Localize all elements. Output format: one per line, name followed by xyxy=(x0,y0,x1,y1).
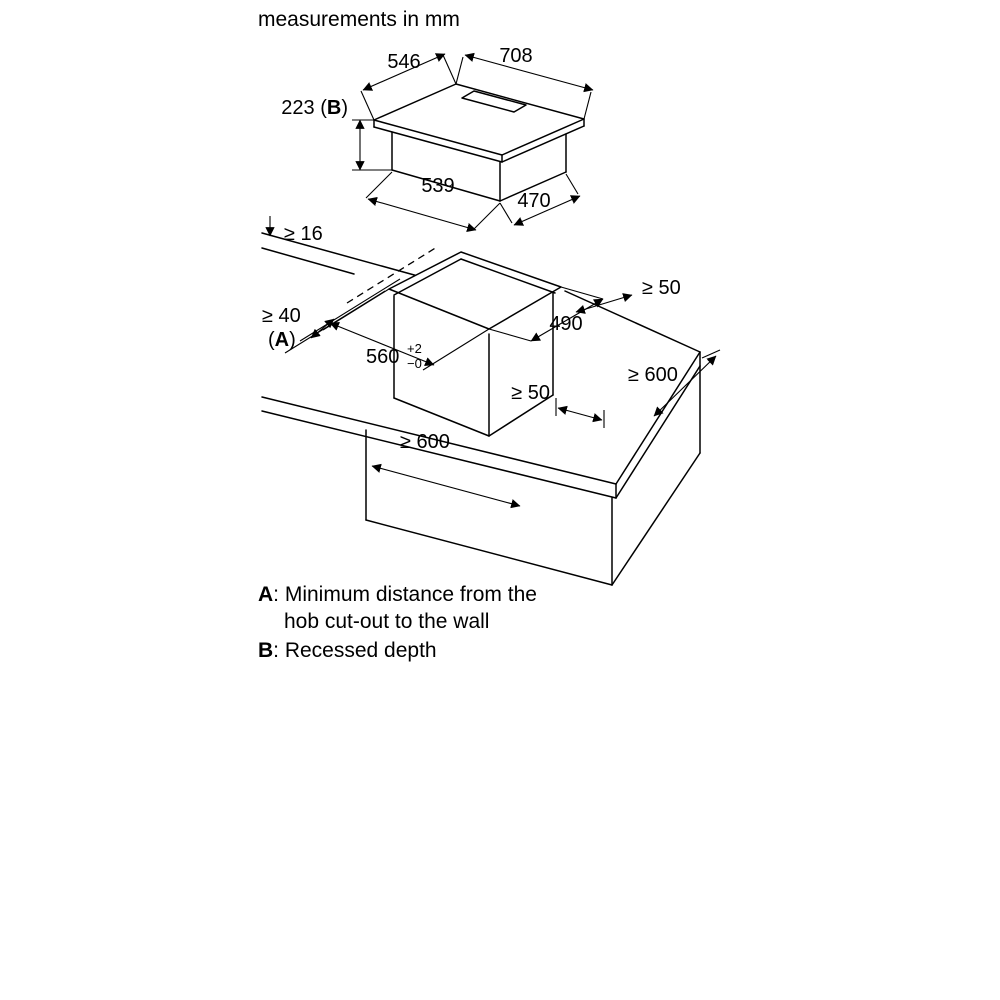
dim-wall-label: ≥ 40 xyxy=(262,305,301,327)
dim-539-label: 539 xyxy=(421,175,454,197)
dim-470: 470 xyxy=(499,173,581,226)
dim-cutout-width: 560 +2 −0 xyxy=(322,288,490,371)
dim-560-tol-plus: +2 xyxy=(407,341,422,356)
legend-item-a-line1: A: Minimum distance from the xyxy=(258,583,537,606)
dim-rear-clearance: ≥ 50 xyxy=(575,277,681,314)
dim-wall-letter: (A) xyxy=(268,329,296,351)
dim-546-label: 546 xyxy=(387,51,420,73)
dim-560-label: 560 xyxy=(366,346,399,368)
hob-cutout xyxy=(388,251,562,330)
diagram-title: measurements in mm xyxy=(258,8,460,31)
wall-line xyxy=(261,232,437,282)
dim-708: 708 xyxy=(455,45,594,120)
vent-slot xyxy=(461,90,527,113)
dim-side-clearance: ≥ 50 xyxy=(511,382,605,428)
dim-223-label: 223 (B) xyxy=(281,97,348,119)
hob-drawing: 546 708 223 (B) 539 470 xyxy=(281,45,594,233)
dim-cabinet-width: ≥ 600 xyxy=(371,431,521,509)
dim-worktop-depth: ≥ 600 xyxy=(628,349,721,417)
dim-223: 223 (B) xyxy=(281,97,392,171)
wall-base-line xyxy=(261,247,355,275)
dim-thickness: ≥ 16 xyxy=(265,216,323,245)
dim-546: 546 xyxy=(360,51,457,121)
legend: A: Minimum distance from the hob cut-out… xyxy=(258,583,537,662)
hob-top-face xyxy=(373,83,585,156)
dim-cabinet-width-label: ≥ 600 xyxy=(400,431,450,453)
dim-worktop-depth-label: ≥ 600 xyxy=(628,364,678,386)
cabinet-drawing: ≥ 16 ≥ 40 (A) 490 560 +2 −0 xyxy=(261,216,721,586)
legend-item-b: B: Recessed depth xyxy=(258,639,437,662)
dim-thickness-label: ≥ 16 xyxy=(284,223,323,245)
wall-dashed-line xyxy=(346,246,438,304)
hob-recessed-box xyxy=(391,131,567,202)
dim-560-tol-minus: −0 xyxy=(407,356,422,371)
dim-470-label: 470 xyxy=(517,190,550,212)
dim-708-label: 708 xyxy=(499,45,532,67)
dim-539: 539 xyxy=(365,171,501,233)
legend-item-a-line2: hob cut-out to the wall xyxy=(284,610,489,633)
dim-490-label: 490 xyxy=(549,313,582,335)
dim-side-clearance-label: ≥ 50 xyxy=(511,382,550,404)
worktop-back-edge xyxy=(564,290,701,353)
dim-wall-distance: ≥ 40 (A) xyxy=(262,278,401,354)
dim-rear-clearance-label: ≥ 50 xyxy=(642,277,681,299)
worktop-front-edge xyxy=(261,396,617,485)
